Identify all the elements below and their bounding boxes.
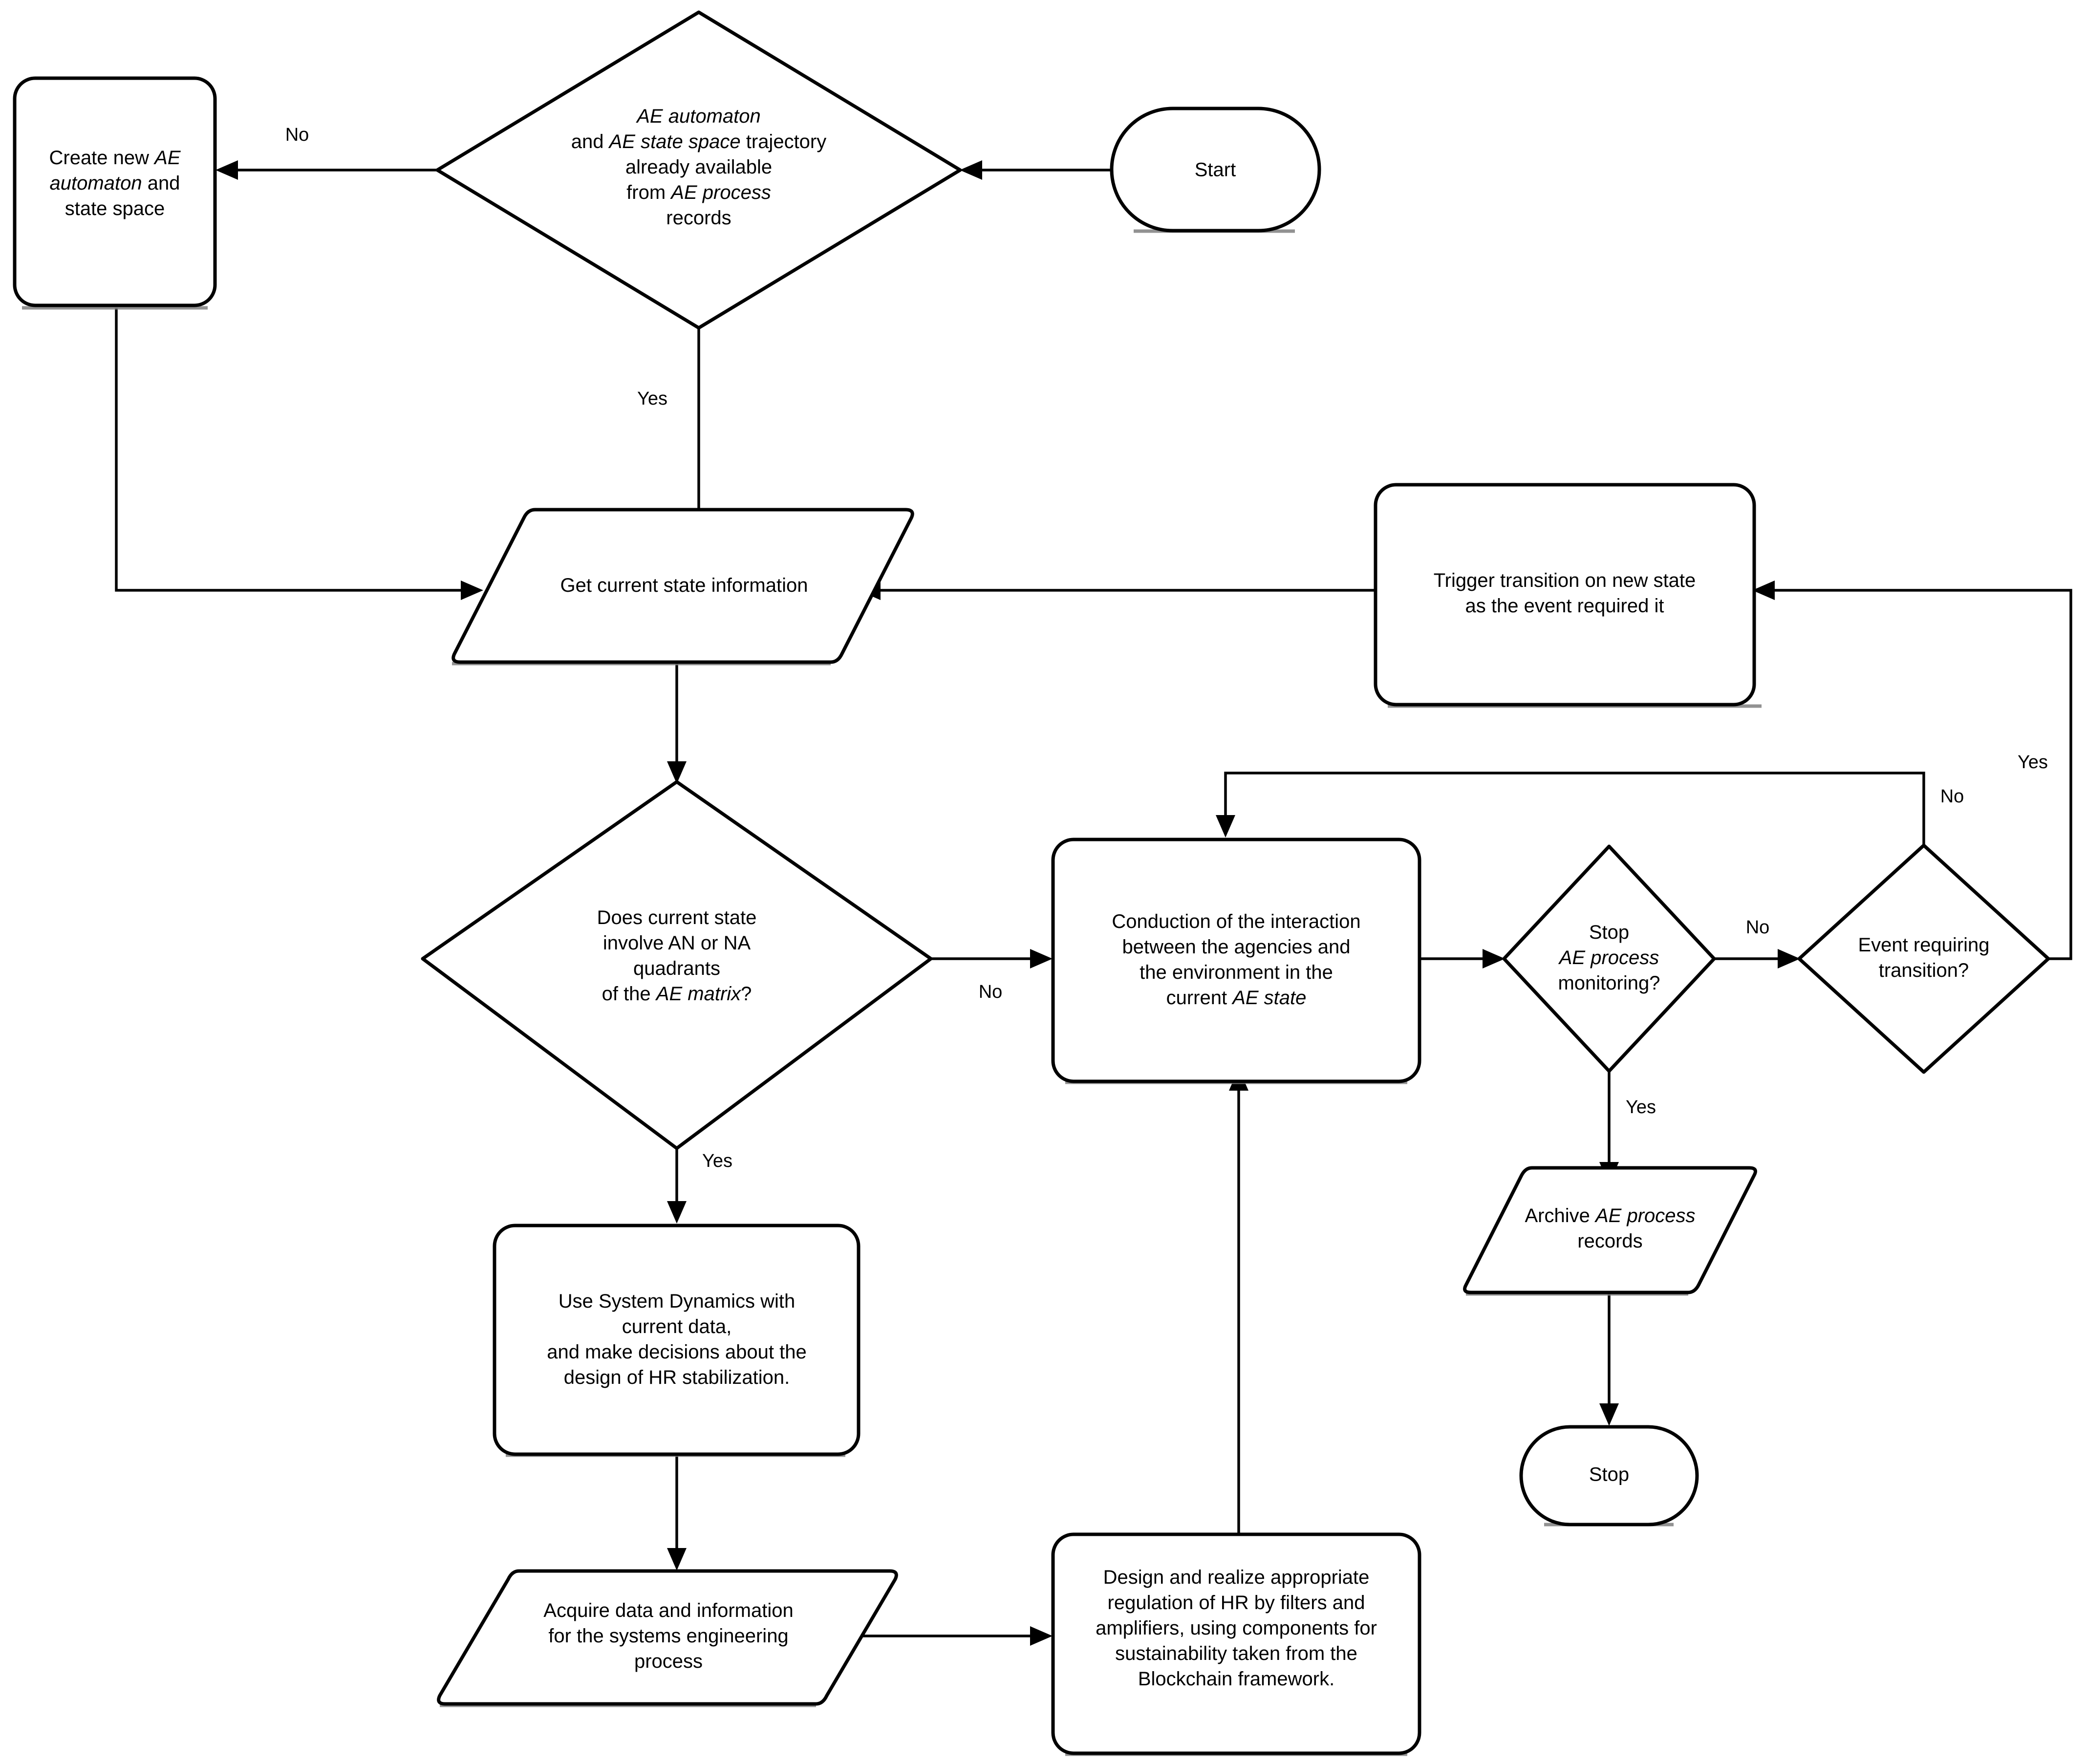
start-box[interactable] — [1110, 107, 1321, 233]
arrowhead-quadrants-no — [1030, 949, 1053, 968]
arrowhead-event-yes — [1752, 581, 1775, 600]
conduction-box[interactable] — [1051, 838, 1421, 1083]
edge-event-no-to-conduction — [1224, 772, 1925, 847]
arrowhead-quadrants-yes — [667, 1201, 687, 1224]
edge-label-stop-monitoring-yes: Yes — [1626, 1097, 1656, 1118]
design-box[interactable] — [1051, 1532, 1421, 1755]
edge-label-quadrants-yes: Yes — [702, 1151, 732, 1171]
archive-parallelogram[interactable] — [1463, 1166, 1757, 1294]
node-get-current-state[interactable]: Get current state information — [452, 508, 914, 666]
arrowhead-conduction-to-stopdecision — [1483, 949, 1505, 968]
start-label: Start — [1195, 159, 1236, 181]
arrowhead-stopdecision-no — [1778, 949, 1800, 968]
edge-label-available-no: No — [285, 125, 309, 145]
edge-label-available-yes: Yes — [637, 388, 667, 409]
decision-quadrants-diamond[interactable] — [421, 780, 933, 1150]
get-state-label: Get current state information — [560, 575, 808, 596]
create-new-box[interactable] — [13, 76, 217, 307]
edge-label-quadrants-no: No — [979, 982, 1003, 1002]
edge-label-layer: No Yes No Yes No Yes No Yes — [285, 125, 2048, 1171]
node-stop[interactable]: Stop — [1519, 1425, 1699, 1527]
acquire-parallelogram[interactable] — [437, 1569, 898, 1706]
arrowhead-start-to-available — [960, 160, 982, 180]
arrowhead-event-no — [1216, 815, 1235, 838]
arrowhead-getstate-to-quadrants — [667, 761, 687, 784]
decision-stop-diamond[interactable] — [1502, 844, 1716, 1073]
edge-event-yes-to-trigger — [1769, 589, 2072, 960]
edge-label-stop-monitoring-no: No — [1746, 917, 1770, 938]
decision-available-diamond[interactable] — [435, 10, 962, 330]
arrowhead-sysdyn-to-acquire — [667, 1548, 687, 1570]
get-state-parallelogram[interactable] — [452, 508, 914, 664]
edge-label-event-yes: Yes — [2018, 752, 2048, 773]
stop-label: Stop — [1589, 1464, 1629, 1485]
arrowhead-create-to-getstate — [461, 581, 483, 600]
arrowhead-archive-to-stop — [1599, 1403, 1619, 1426]
decision-event-diamond[interactable] — [1797, 843, 2050, 1074]
stop-box[interactable] — [1519, 1425, 1699, 1527]
arrowhead-acquire-to-design — [1030, 1626, 1053, 1646]
edge-label-event-no: No — [1940, 786, 1964, 807]
edge-create-to-getstate — [115, 308, 467, 592]
node-start[interactable]: Start — [1110, 107, 1321, 233]
sysdyn-box[interactable] — [493, 1224, 860, 1456]
trigger-box[interactable] — [1374, 483, 1756, 707]
arrowhead-available-no — [215, 160, 238, 180]
